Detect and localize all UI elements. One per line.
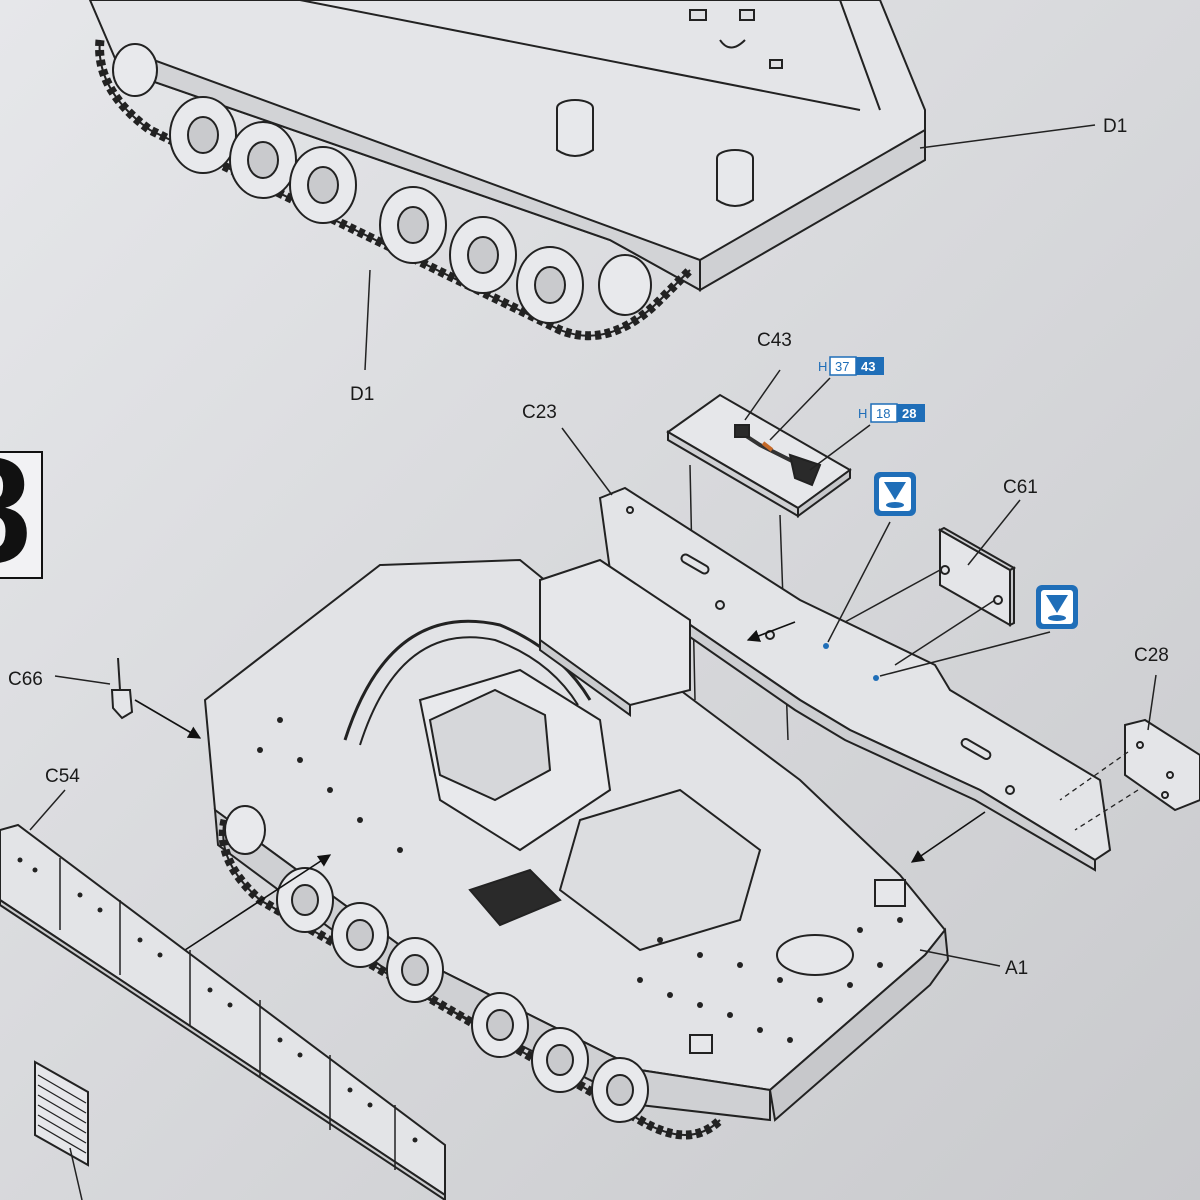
label-c66: C66 bbox=[8, 669, 43, 690]
label-c28: C28 bbox=[1134, 645, 1169, 666]
part-c54-side-skirt bbox=[0, 823, 446, 1200]
svg-text:37: 37 bbox=[835, 359, 849, 374]
svg-text:H: H bbox=[818, 359, 827, 374]
c23-leader bbox=[561, 427, 613, 496]
label-c43: C43 bbox=[757, 330, 792, 351]
glue-point bbox=[823, 643, 829, 649]
glue-drop-icon bbox=[874, 472, 916, 516]
glue-point bbox=[873, 675, 879, 681]
callout-h-18-28: H 18 28 bbox=[858, 403, 925, 423]
label-c61: C61 bbox=[1003, 477, 1038, 498]
svg-text:18: 18 bbox=[876, 406, 890, 421]
callout-h-37-43: H 37 43 bbox=[818, 356, 884, 376]
main-track-assembly bbox=[218, 805, 724, 1140]
part-c23-rail bbox=[598, 486, 1112, 872]
label-c54: C54 bbox=[45, 766, 80, 787]
c61-guide-lines bbox=[844, 499, 1021, 666]
label-d1-top: D1 bbox=[1103, 116, 1127, 137]
part-c61-plate bbox=[937, 526, 1017, 627]
svg-text:28: 28 bbox=[902, 406, 916, 421]
part-grille bbox=[34, 1060, 89, 1167]
c28-guide-lines bbox=[1059, 751, 1139, 831]
part-c43-plate bbox=[666, 393, 852, 518]
d1-leader-lines bbox=[364, 124, 1096, 371]
label-a1: A1 bbox=[1005, 958, 1028, 979]
svg-text:43: 43 bbox=[861, 359, 875, 374]
step-number: 8 bbox=[0, 426, 31, 594]
glue-drop-icon bbox=[1036, 585, 1078, 629]
assembly-arrows bbox=[134, 621, 986, 951]
upper-track-assembly bbox=[95, 39, 694, 341]
part-c28-bracket bbox=[1124, 718, 1200, 812]
step-number-box: 8 bbox=[0, 426, 43, 594]
label-c23: C23 bbox=[522, 402, 557, 423]
deck-rivets bbox=[257, 717, 903, 1043]
label-d1-bottom: D1 bbox=[350, 384, 374, 405]
svg-text:H: H bbox=[858, 406, 867, 421]
c43-leader bbox=[744, 369, 781, 421]
part-c66 bbox=[110, 657, 134, 720]
